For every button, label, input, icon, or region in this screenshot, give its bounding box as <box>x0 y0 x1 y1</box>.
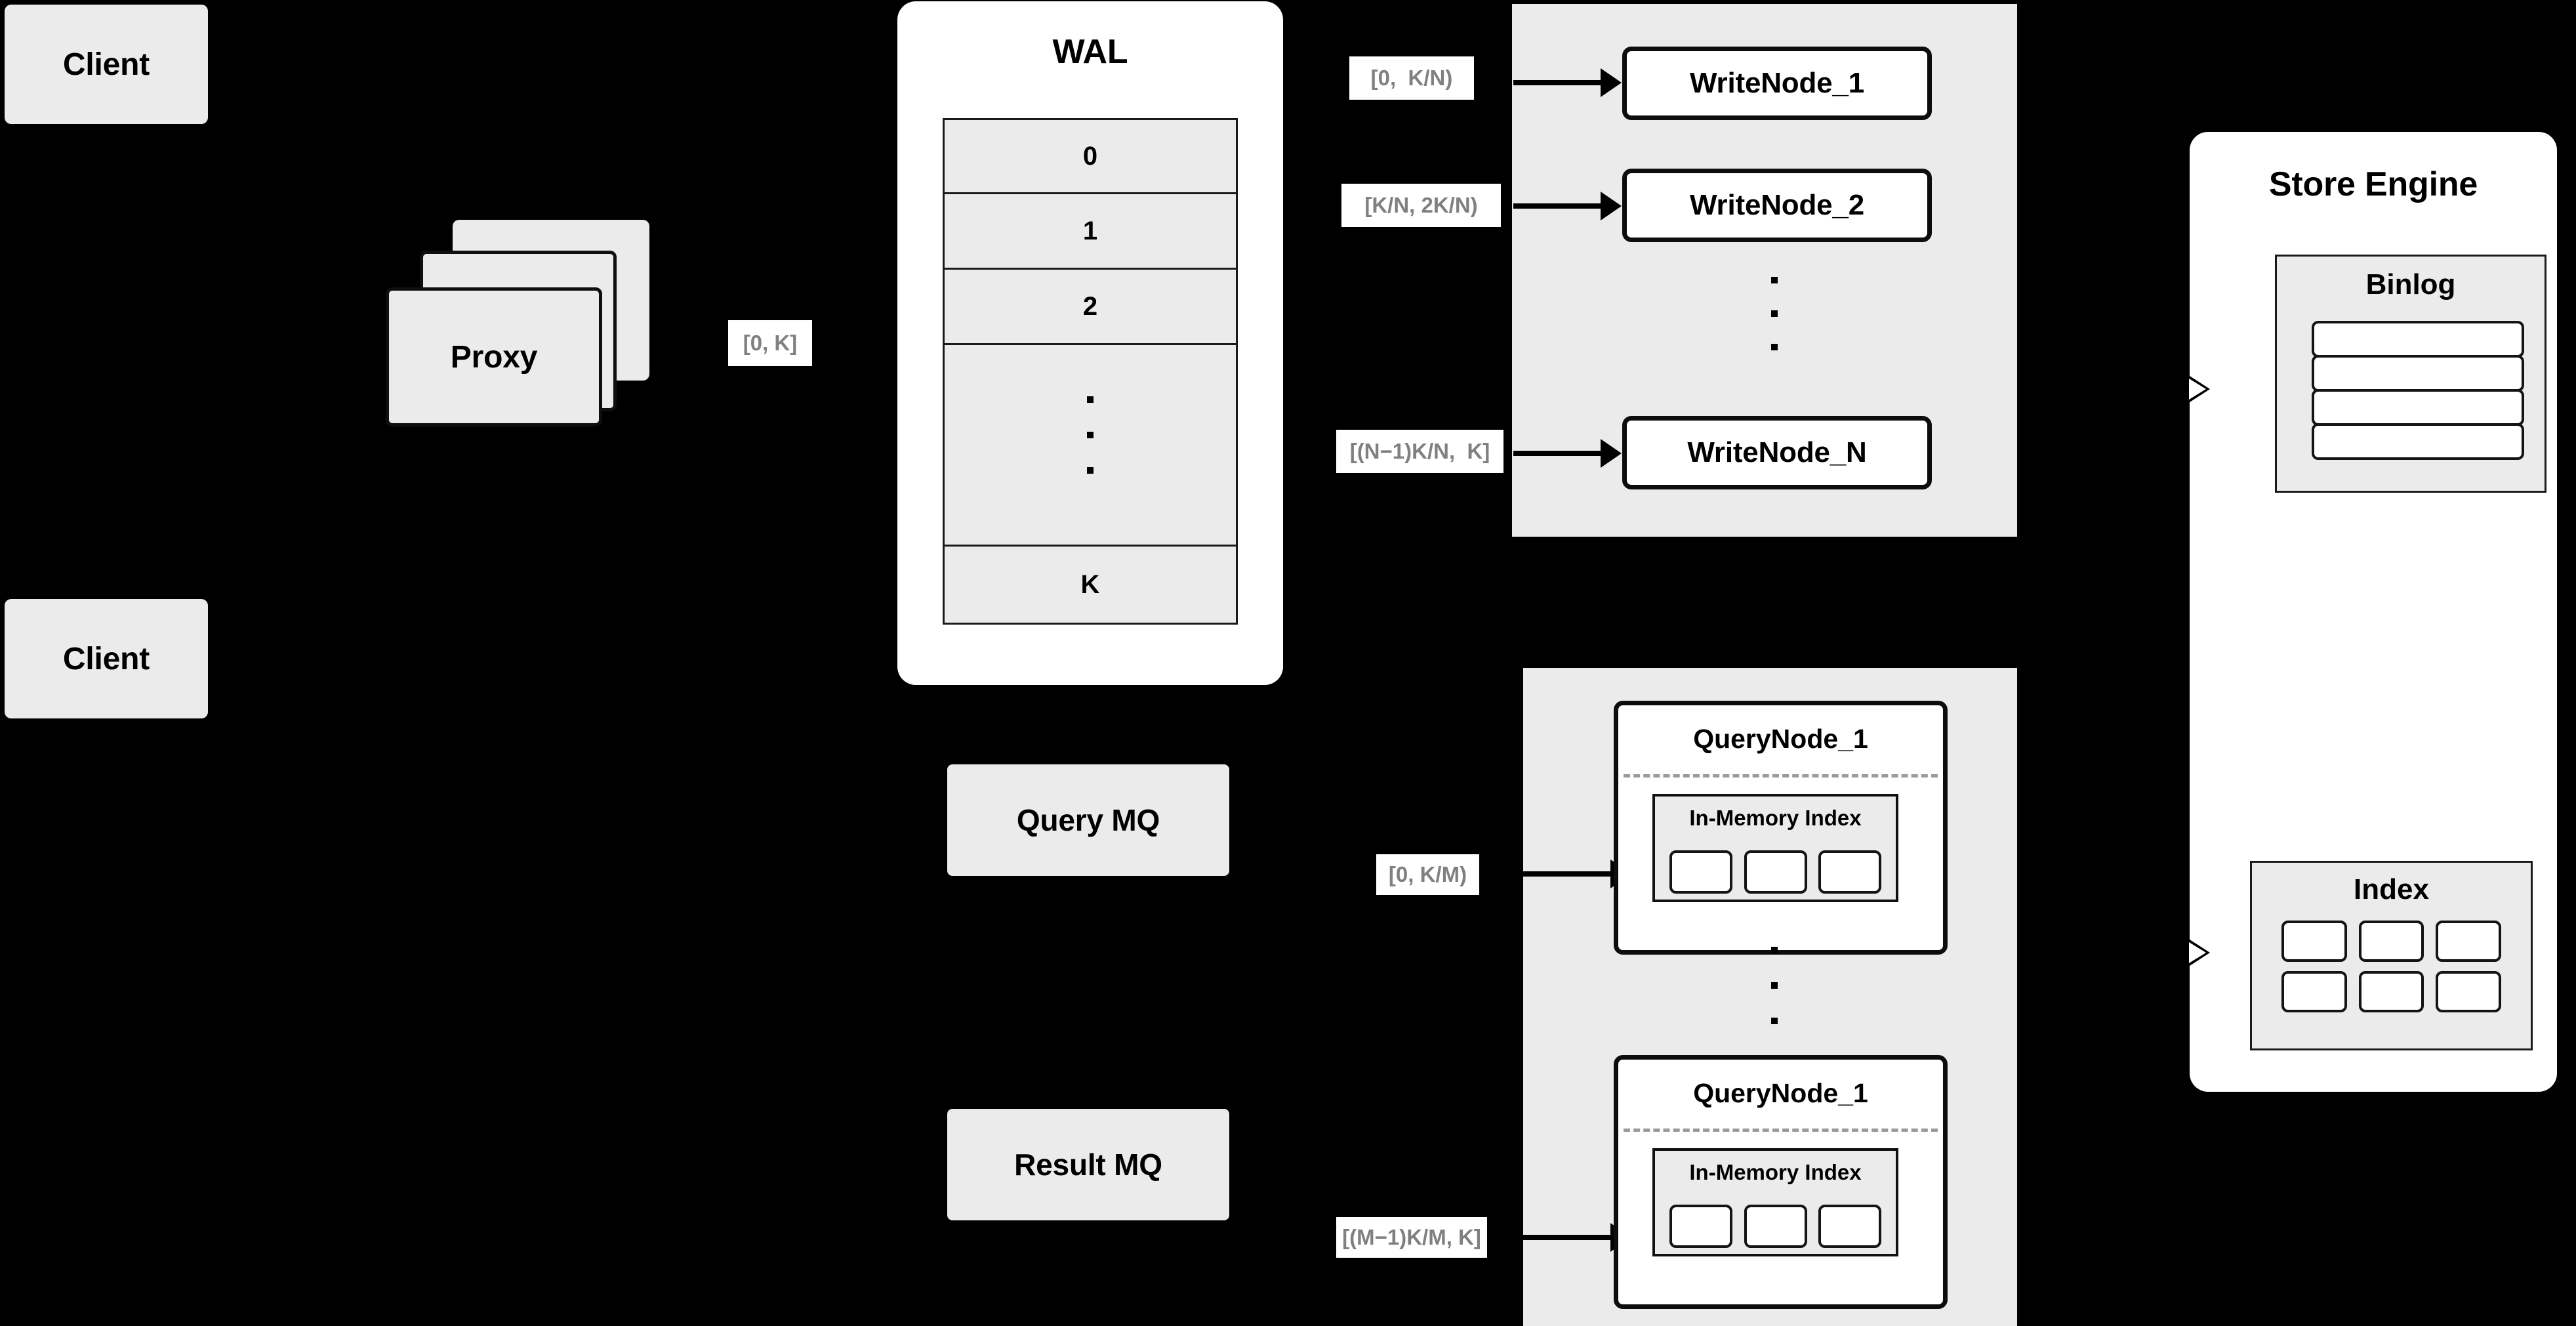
index-title: Index <box>2354 873 2429 905</box>
index-slot[interactable] <box>1744 850 1807 894</box>
proxy-box[interactable]: Proxy <box>386 287 602 426</box>
write-shard-label-n: [(N−1)K/N, K] <box>1336 430 1503 473</box>
wal-vertical-ellipsis <box>1087 396 1094 474</box>
proxy-range-label: [0, K] <box>728 320 812 366</box>
binlog-box: Binlog <box>2275 255 2546 493</box>
wal-entry-row[interactable]: K <box>1080 570 1100 599</box>
arrow-to-binlog-head <box>2188 375 2210 404</box>
query-node-m-divider <box>1624 1129 1938 1132</box>
binlog-row[interactable] <box>2312 321 2524 358</box>
wal-entry-table: 0 1 2 K <box>943 118 1238 625</box>
arrow-to-index-head <box>2188 938 2210 967</box>
client-box-2[interactable]: Client <box>5 599 208 718</box>
wal-title: WAL <box>1052 33 1128 71</box>
query-node-1-index-title: In-Memory Index <box>1689 806 1862 830</box>
binlog-row[interactable] <box>2312 355 2524 392</box>
wal-entry-row[interactable]: 2 <box>945 270 1236 345</box>
result-mq-box[interactable]: Result MQ <box>947 1109 1229 1220</box>
store-index-slot[interactable] <box>2281 971 2347 1012</box>
query-node-m-in-memory-index: In-Memory Index <box>1652 1148 1898 1256</box>
store-index-slot[interactable] <box>2358 971 2424 1012</box>
client-box-1[interactable]: Client <box>5 5 208 124</box>
query-node-1-in-memory-index: In-Memory Index <box>1652 794 1898 902</box>
arrow-to-write-node-2 <box>1513 203 1602 209</box>
wal-entry-row-ellipsis <box>945 345 1236 547</box>
write-node-1[interactable]: WriteNode_1 <box>1622 47 1932 120</box>
query-node-vertical-ellipsis <box>1771 947 1778 1024</box>
wal-entry-row[interactable]: 1 <box>945 194 1236 270</box>
index-slot[interactable] <box>1669 1205 1732 1248</box>
write-shard-label-2: [K/N, 2K/N) <box>1341 184 1501 227</box>
arrow-to-query-node-1 <box>1523 871 1612 877</box>
wal-entry-row[interactable]: 0 <box>945 120 1236 194</box>
client-label-2: Client <box>62 641 150 676</box>
query-node-1-divider <box>1624 774 1938 777</box>
proxy-label: Proxy <box>450 339 538 375</box>
binlog-row[interactable] <box>2312 389 2524 426</box>
arrow-to-write-node-n <box>1513 451 1602 456</box>
write-shard-label-1: [0, K/N) <box>1349 56 1474 100</box>
write-node-vertical-ellipsis <box>1771 277 1778 350</box>
index-box: Index <box>2250 861 2533 1050</box>
client-label-1: Client <box>62 47 150 82</box>
index-slot[interactable] <box>1818 1205 1881 1248</box>
index-slot[interactable] <box>1818 850 1881 894</box>
arrow-to-index <box>2154 950 2188 955</box>
store-index-slot[interactable] <box>2281 921 2347 962</box>
query-node-1[interactable]: QueryNode_1 In-Memory Index <box>1614 701 1948 955</box>
query-node-m[interactable]: QueryNode_1 In-Memory Index <box>1614 1055 1948 1309</box>
store-index-slot[interactable] <box>2358 921 2424 962</box>
query-node-m-index-title: In-Memory Index <box>1689 1160 1862 1184</box>
store-index-slot[interactable] <box>2436 921 2501 962</box>
store-engine-title: Store Engine <box>2268 165 2478 203</box>
arrow-to-write-node-1 <box>1513 80 1602 85</box>
write-node-n[interactable]: WriteNode_N <box>1622 416 1932 489</box>
query-shard-label-m: [(M−1)K/M, K] <box>1336 1217 1487 1258</box>
arrow-to-binlog <box>2154 386 2188 392</box>
index-slot[interactable] <box>1669 850 1732 894</box>
write-node-2[interactable]: WriteNode_2 <box>1622 169 1932 242</box>
query-shard-label-1: [0, K/M) <box>1376 854 1479 895</box>
query-mq-box[interactable]: Query MQ <box>947 764 1229 876</box>
binlog-row[interactable] <box>2312 423 2524 460</box>
index-slot[interactable] <box>1744 1205 1807 1248</box>
arrow-to-query-node-m <box>1523 1235 1612 1240</box>
query-node-m-title: QueryNode_1 <box>1693 1078 1868 1108</box>
binlog-title: Binlog <box>2365 268 2456 300</box>
store-index-slot[interactable] <box>2436 971 2501 1012</box>
query-node-1-title: QueryNode_1 <box>1693 724 1868 754</box>
